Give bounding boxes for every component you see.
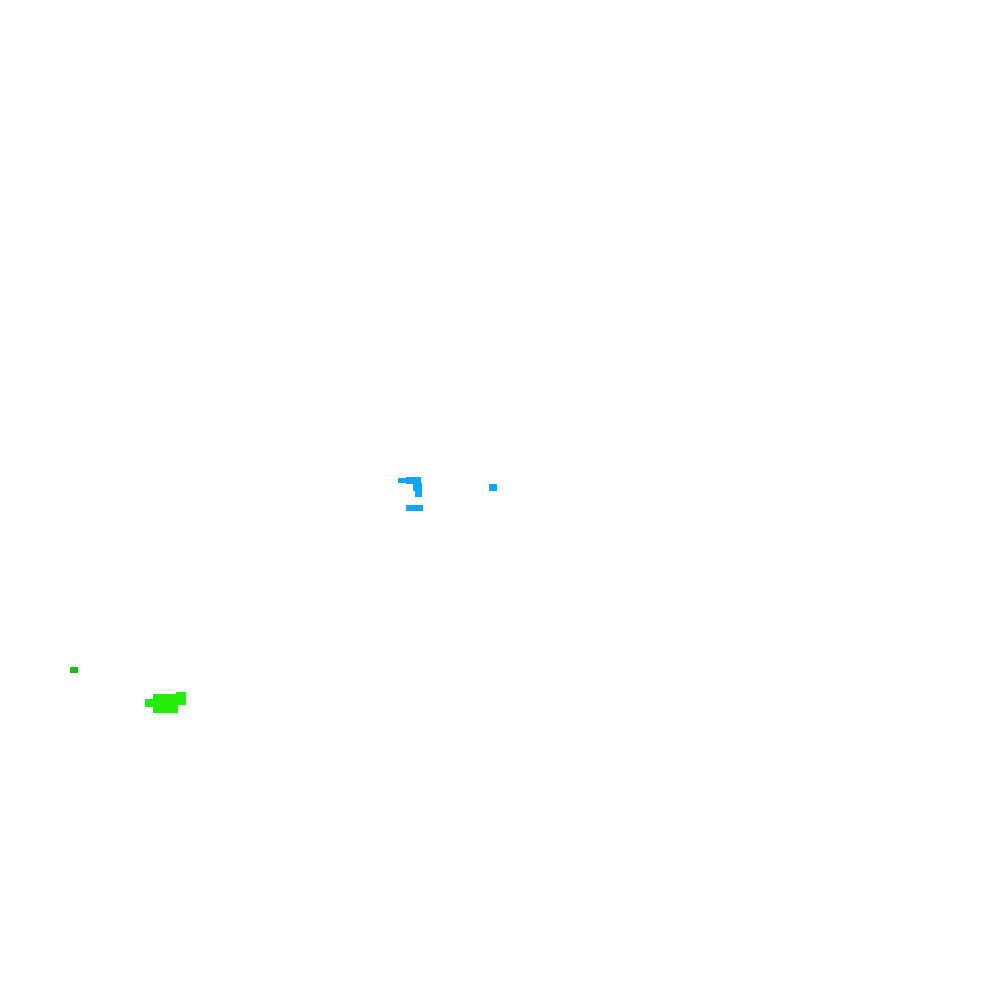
blue-pixel-block bbox=[415, 490, 422, 497]
blue-pixel-block bbox=[398, 478, 408, 483]
green-blob bbox=[145, 692, 186, 713]
blue-pixel-block bbox=[413, 483, 422, 491]
green-pixel-block bbox=[70, 667, 78, 673]
green-dot-small bbox=[70, 667, 78, 673]
blue-pixel-block bbox=[406, 477, 421, 484]
green-pixel-block bbox=[176, 692, 186, 705]
blue-pixel-block bbox=[489, 484, 497, 491]
blue-cluster-left bbox=[398, 477, 423, 511]
blue-pixel-block bbox=[406, 505, 423, 511]
green-pixel-block bbox=[153, 694, 178, 713]
blue-dot-right bbox=[489, 484, 497, 491]
green-pixel-block bbox=[145, 699, 155, 707]
